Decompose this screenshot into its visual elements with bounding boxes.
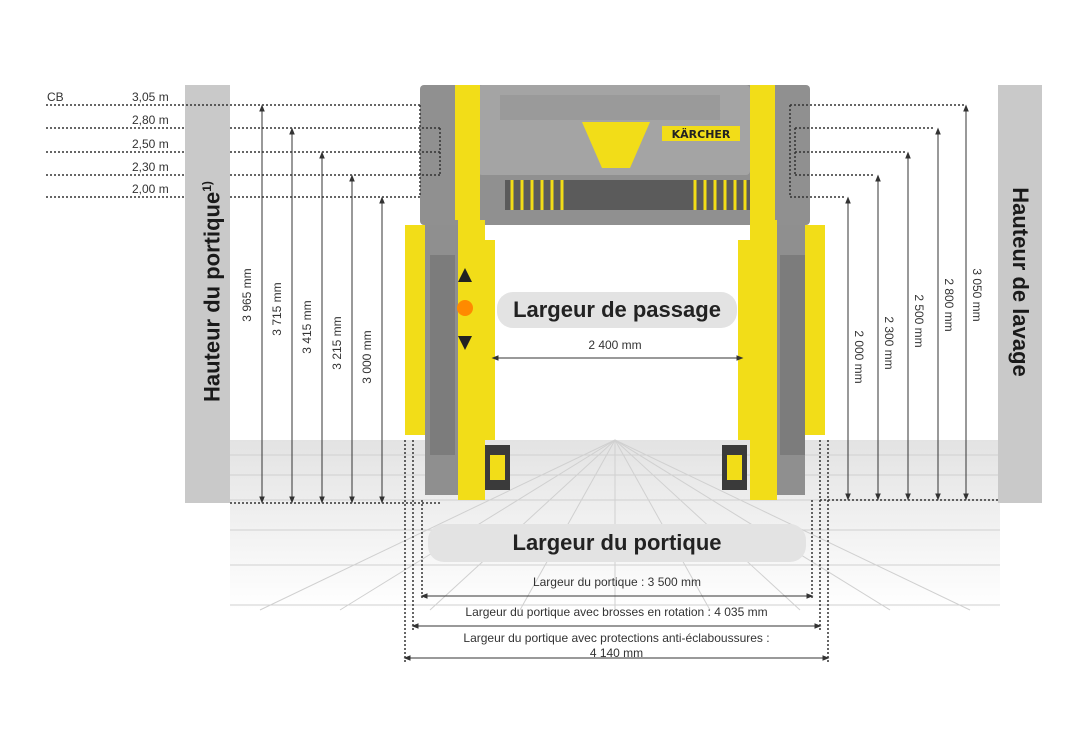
passage-width-value: 2 400 mm	[588, 338, 642, 352]
right-dimension-arrows	[845, 104, 969, 501]
left-band	[185, 85, 230, 503]
level-label-2: 2,80 m	[132, 113, 169, 127]
left-panel-title-text: Hauteur du portique	[199, 191, 225, 402]
left-dim-label-2: 3 715 mm	[270, 282, 284, 336]
level-label-3: 2,50 m	[132, 137, 169, 151]
wash-gantry: KÄRCHER	[405, 85, 825, 500]
left-panel-title-sup: 1)	[200, 181, 214, 192]
right-band	[998, 85, 1042, 503]
level-label-5: 2,00 m	[132, 182, 169, 196]
left-panel-title: Hauteur du portique1)	[192, 181, 225, 402]
gantry-yellow-emblem	[582, 122, 650, 168]
karcher-logo: KÄRCHER	[672, 127, 731, 141]
right-dim-label-4: 2 800 mm	[942, 278, 956, 332]
gantry-width-line-1: Largeur du portique : 3 500 mm	[532, 575, 702, 589]
left-dim-label-5: 3 000 mm	[360, 330, 374, 384]
gantry-width-line-3b: 4 140 mm	[589, 646, 644, 660]
left-level-lines	[46, 104, 441, 198]
gantry-width-line-3a: Largeur du portique avec protections ant…	[463, 631, 770, 645]
right-dim-label-1: 2 000 mm	[852, 330, 866, 384]
gantry-width-line-2: Largeur du portique avec brosses en rota…	[465, 605, 768, 619]
gantry-width-title: Largeur du portique	[428, 524, 806, 562]
right-dim-label-3: 2 500 mm	[912, 294, 926, 348]
right-dim-label-5: 3 050 mm	[970, 268, 984, 322]
bottom-width-guides	[404, 440, 829, 662]
left-dim-label-3: 3 415 mm	[300, 300, 314, 354]
right-dim-label-2: 2 300 mm	[882, 316, 896, 370]
level-label-4: 2,30 m	[132, 160, 169, 174]
level-label-1: 3,05 m	[132, 90, 169, 104]
left-dim-label-1: 3 965 mm	[240, 268, 254, 322]
passage-width-title: Largeur de passage	[497, 292, 737, 328]
right-panel-title: Hauteur de lavage	[1005, 177, 1035, 387]
cb-label: CB	[47, 90, 64, 104]
bottom-width-arrows	[403, 593, 830, 661]
left-dim-label-4: 3 215 mm	[330, 316, 344, 370]
left-dimension-arrows	[259, 104, 385, 504]
right-panel-title-text: Hauteur de lavage	[1008, 187, 1033, 377]
